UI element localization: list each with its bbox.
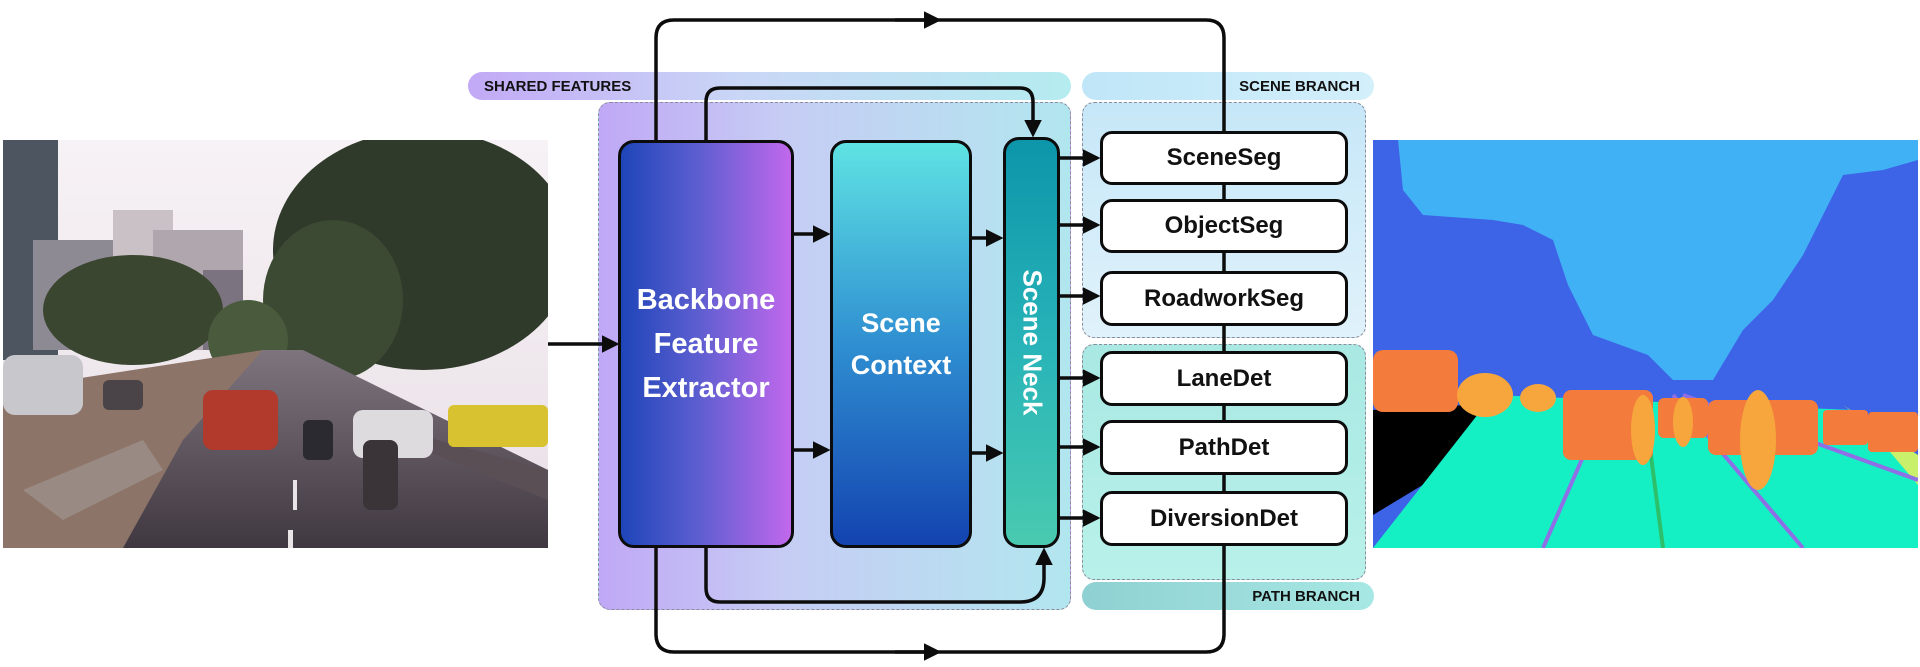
backbone-label-line-2: Feature [653,328,759,360]
context-label-line-1: Scene [861,308,941,338]
scene-neck-block: Scene Neck [1003,137,1060,548]
head-pathdet: PathDet [1100,420,1348,475]
head-lanedet: LaneDet [1100,351,1348,406]
input-street-photo [3,140,548,548]
scene-branch-label: SCENE BRANCH [1082,72,1374,100]
scene-context-block: Scene Context [830,140,972,548]
path-branch-label: PATH BRANCH [1082,582,1374,610]
backbone-feature-extractor-block: Backbone Feature Extractor [618,140,794,548]
backbone-label-line-1: Backbone [636,284,776,316]
context-label-line-2: Context [850,350,952,380]
scene-neck-label: Scene Neck [1017,269,1048,416]
backbone-label-line-3: Extractor [642,372,770,404]
segmentation-output [1373,140,1918,548]
head-roadworkseg: RoadworkSeg [1100,271,1348,326]
head-diversiondet: DiversionDet [1100,491,1348,546]
head-objectseg: ObjectSeg [1100,199,1348,253]
head-sceneseg: SceneSeg [1100,131,1348,185]
shared-features-label: SHARED FEATURES [468,72,1071,100]
